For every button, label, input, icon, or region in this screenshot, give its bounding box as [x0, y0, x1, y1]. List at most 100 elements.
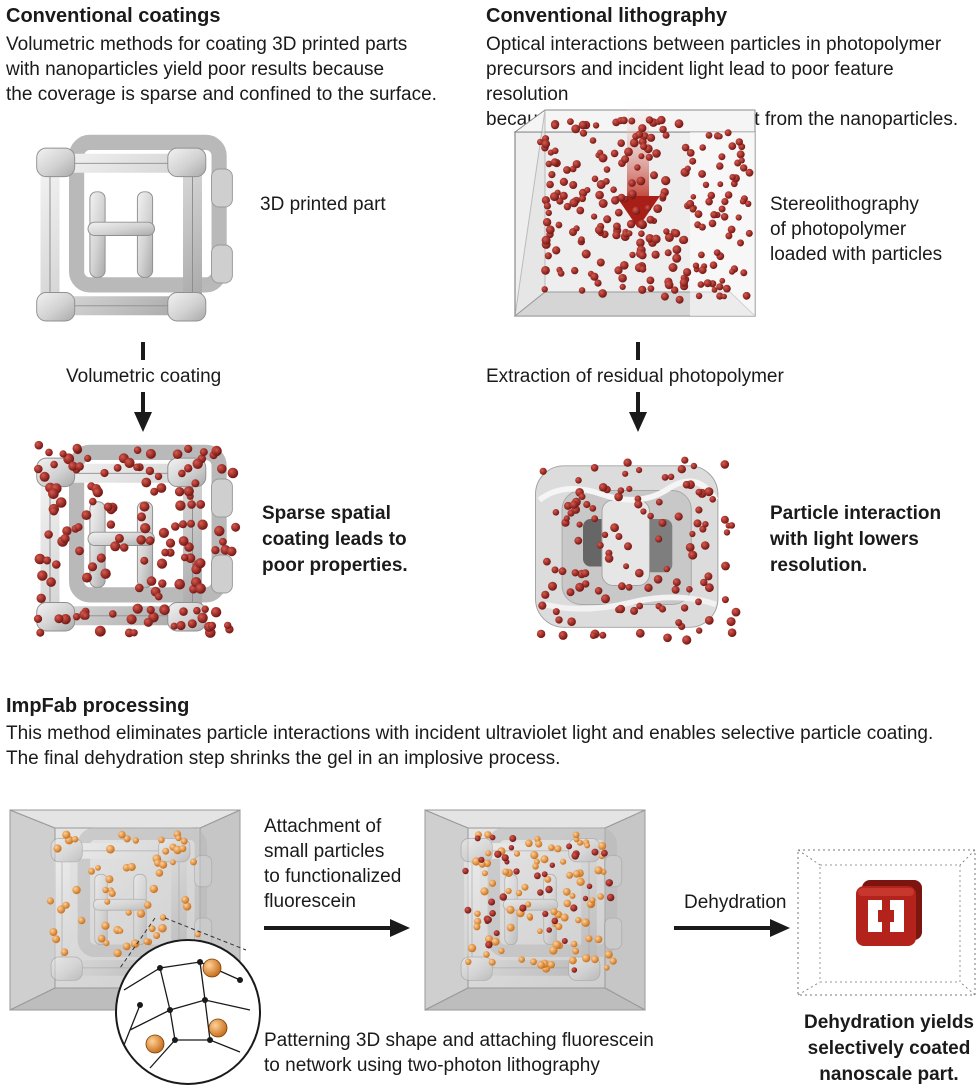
particle [663, 633, 672, 643]
particle [199, 448, 208, 457]
particle [640, 508, 647, 515]
particle [135, 583, 144, 593]
particle [745, 200, 752, 207]
particle [541, 590, 550, 599]
particle [100, 568, 111, 579]
particle [598, 289, 607, 298]
particle [143, 938, 150, 945]
particle [681, 456, 689, 464]
particle [467, 943, 477, 953]
particle [652, 149, 661, 158]
particle [638, 124, 647, 133]
patterning-label: Patterning 3D shape and attaching fluore… [264, 1028, 654, 1078]
dehydration-label: Dehydration [684, 892, 787, 913]
particle [539, 467, 547, 475]
particle [709, 261, 718, 270]
particle [672, 229, 681, 238]
particle [731, 607, 741, 617]
particle [563, 166, 571, 174]
particle [594, 866, 603, 875]
particle [647, 285, 655, 292]
particle [191, 479, 200, 488]
particle [60, 614, 71, 625]
particle [581, 569, 590, 578]
particle [640, 142, 648, 151]
box2-particles [462, 831, 617, 973]
particle [551, 566, 559, 574]
particle [481, 870, 488, 877]
particle [638, 251, 647, 260]
particle [581, 918, 590, 927]
particle [583, 500, 591, 509]
particle [615, 533, 623, 540]
particle [34, 464, 43, 474]
particle [725, 232, 733, 240]
particle [683, 268, 692, 277]
particle [513, 868, 520, 875]
arrow-right-icon [390, 919, 410, 937]
particle [738, 157, 745, 164]
particle [174, 487, 185, 497]
particle [611, 196, 620, 205]
particle [106, 844, 115, 854]
particle [726, 617, 736, 627]
particle [480, 887, 489, 896]
particle [689, 206, 697, 213]
particle [594, 225, 604, 235]
particle [561, 938, 568, 944]
particle [551, 121, 559, 130]
particle [549, 862, 555, 868]
desc-line: precursors and incident light lead to po… [486, 59, 894, 105]
particle [724, 191, 733, 199]
particle [624, 542, 632, 551]
particle [594, 935, 603, 944]
particle [546, 180, 554, 189]
particle [695, 488, 703, 496]
particle [137, 512, 146, 522]
conventional-lithography-title: Conventional lithography [486, 5, 728, 27]
particle [176, 620, 186, 631]
particle [689, 157, 697, 165]
particle [485, 935, 493, 944]
particle [572, 160, 581, 169]
particle [550, 158, 559, 167]
particle [37, 570, 48, 581]
desc-line: The final dehydration step shrinks the g… [6, 748, 561, 769]
label-line: with light lowers [770, 529, 919, 550]
particle [161, 548, 170, 557]
label-line: Sparse spatial [262, 503, 391, 524]
particle [556, 197, 564, 205]
particle [114, 533, 124, 543]
particle [545, 885, 553, 894]
stereolithography-box [513, 96, 757, 318]
particle [735, 138, 743, 146]
particle [716, 162, 724, 170]
box1-particles [46, 830, 201, 958]
particle [569, 892, 576, 899]
particle [139, 501, 150, 512]
particle [84, 454, 92, 462]
particle [647, 133, 656, 142]
particle [211, 546, 220, 555]
desc-line: Optical interactions between particles i… [486, 34, 942, 55]
particle [534, 872, 541, 880]
arrow-right-icon [770, 919, 790, 937]
particle [681, 143, 690, 152]
particle [578, 120, 588, 130]
particle [62, 526, 72, 536]
particle [184, 444, 193, 453]
particle [52, 935, 61, 944]
particle [545, 225, 555, 235]
particle [46, 577, 56, 587]
particle [616, 604, 626, 614]
particle [634, 164, 641, 171]
particle [664, 249, 672, 257]
particle [617, 139, 625, 147]
desc-line: This method eliminates particle interact… [6, 723, 934, 744]
particle [175, 500, 186, 511]
particle [721, 561, 730, 571]
particle [638, 230, 645, 237]
particle [739, 198, 747, 205]
particle [465, 958, 472, 965]
